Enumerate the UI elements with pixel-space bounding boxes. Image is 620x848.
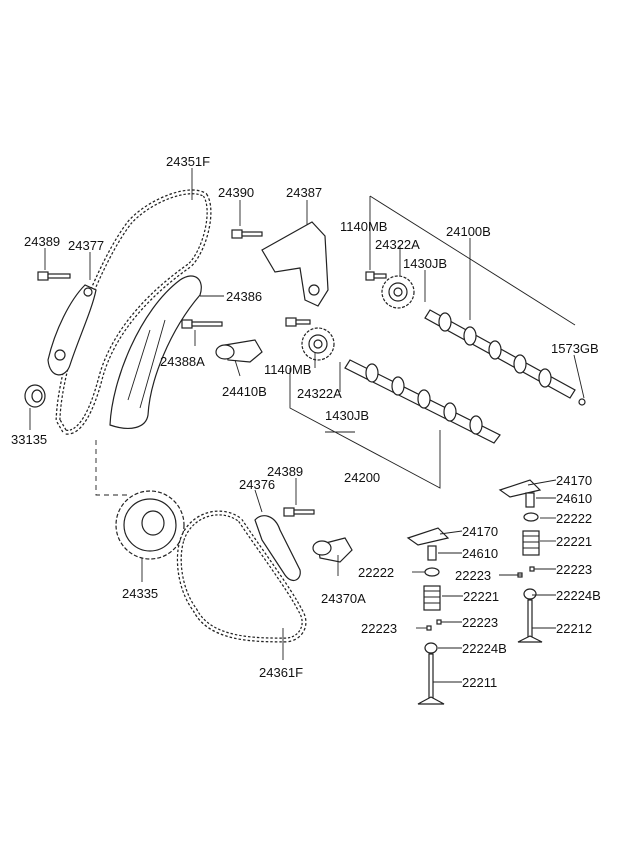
chain-alignment-line — [95, 440, 128, 496]
lash-adjuster-24610-b — [427, 545, 437, 561]
label-1140MB-top: 1140MB — [340, 219, 387, 234]
seal-22224B-a — [523, 588, 537, 600]
bolt-24390 — [231, 229, 263, 239]
spring-22221-a — [522, 530, 540, 556]
guide-24377 — [47, 284, 97, 376]
keeper-22223-b — [529, 566, 535, 572]
label-22224B-b: 22224B — [462, 641, 507, 656]
bolt-24388A — [181, 319, 223, 329]
tensioner-24370A — [312, 537, 353, 563]
label-22222-a: 22222 — [556, 511, 592, 526]
label-24335: 24335 — [122, 586, 158, 601]
label-24377: 24377 — [68, 238, 104, 253]
label-24322A-top: 24322A — [375, 237, 420, 252]
bolt-24389-lower — [283, 507, 315, 517]
sprocket-24322A-top — [381, 275, 415, 309]
label-24387: 24387 — [286, 185, 322, 200]
label-24170-b: 24170 — [462, 524, 498, 539]
label-24100B: 24100B — [446, 224, 491, 239]
label-24610-b: 24610 — [462, 546, 498, 561]
label-24610-a: 24610 — [556, 491, 592, 506]
part-labels: 24351F 24390 24387 1140MB 24322A 24100B … — [11, 154, 601, 690]
label-22223-c: 22223 — [361, 621, 397, 636]
lash-adjuster-24610-a — [525, 492, 535, 508]
rocker-arm-24170-b — [406, 527, 450, 546]
label-1140MB-mid: 1140MB — [264, 362, 311, 377]
crank-sprocket-24335 — [115, 490, 185, 560]
label-24322A-mid: 24322A — [297, 386, 342, 401]
retainer-22222-a — [523, 512, 539, 522]
bolt-1140MB-mid — [285, 317, 311, 327]
label-22221-a: 22221 — [556, 534, 592, 549]
label-22223-a: 22223 — [455, 568, 491, 583]
label-1430JB-top: 1430JB — [403, 256, 447, 271]
label-22223-d: 22223 — [462, 615, 498, 630]
label-24170-a: 24170 — [556, 473, 592, 488]
label-22221-b: 22221 — [463, 589, 499, 604]
bolt-24389-top — [37, 271, 71, 281]
label-1430JB-mid: 1430JB — [325, 408, 369, 423]
label-22223-b: 22223 — [556, 562, 592, 577]
sprocket-24322A-mid — [301, 327, 335, 361]
label-24390: 24390 — [218, 185, 254, 200]
label-22224B-a: 22224B — [556, 588, 601, 603]
seal-22224B-b — [424, 642, 438, 654]
label-24200: 24200 — [344, 470, 380, 485]
label-24410B: 24410B — [222, 384, 267, 399]
valve-22211 — [417, 653, 445, 705]
label-1573GB: 1573GB — [551, 341, 599, 356]
label-24388A: 24388A — [160, 354, 205, 369]
keeper-22223-d — [436, 619, 442, 625]
label-24376: 24376 — [239, 477, 275, 492]
label-24386: 24386 — [226, 289, 262, 304]
upper-timing-chain — [55, 189, 212, 435]
label-24351F: 24351F — [166, 154, 210, 169]
label-33135: 33135 — [11, 432, 47, 447]
bracket-24387 — [261, 221, 329, 307]
camshaft-24100B — [424, 309, 586, 406]
chain-guide-24386 — [109, 275, 202, 429]
label-24389-lower: 24389 — [267, 464, 303, 479]
spring-22221-b — [423, 585, 441, 611]
label-24361F: 24361F — [259, 665, 303, 680]
label-22211: 22211 — [462, 675, 497, 690]
bolt-1140MB-top — [365, 271, 387, 281]
retainer-22222-b — [424, 567, 440, 577]
tensioner-24410B — [215, 339, 263, 363]
camshaft-24200 — [344, 359, 501, 444]
label-24389-top: 24389 — [24, 234, 60, 249]
washer-33135 — [24, 384, 46, 408]
guide-24376 — [254, 515, 301, 582]
valve-22212 — [517, 599, 543, 643]
label-22222-b: 22222 — [358, 565, 394, 580]
keeper-22223-c — [426, 625, 432, 631]
lower-timing-chain — [176, 510, 307, 643]
leader-lines — [29, 168, 585, 683]
label-24370A: 24370A — [321, 591, 366, 606]
label-22212: 22212 — [556, 621, 592, 636]
